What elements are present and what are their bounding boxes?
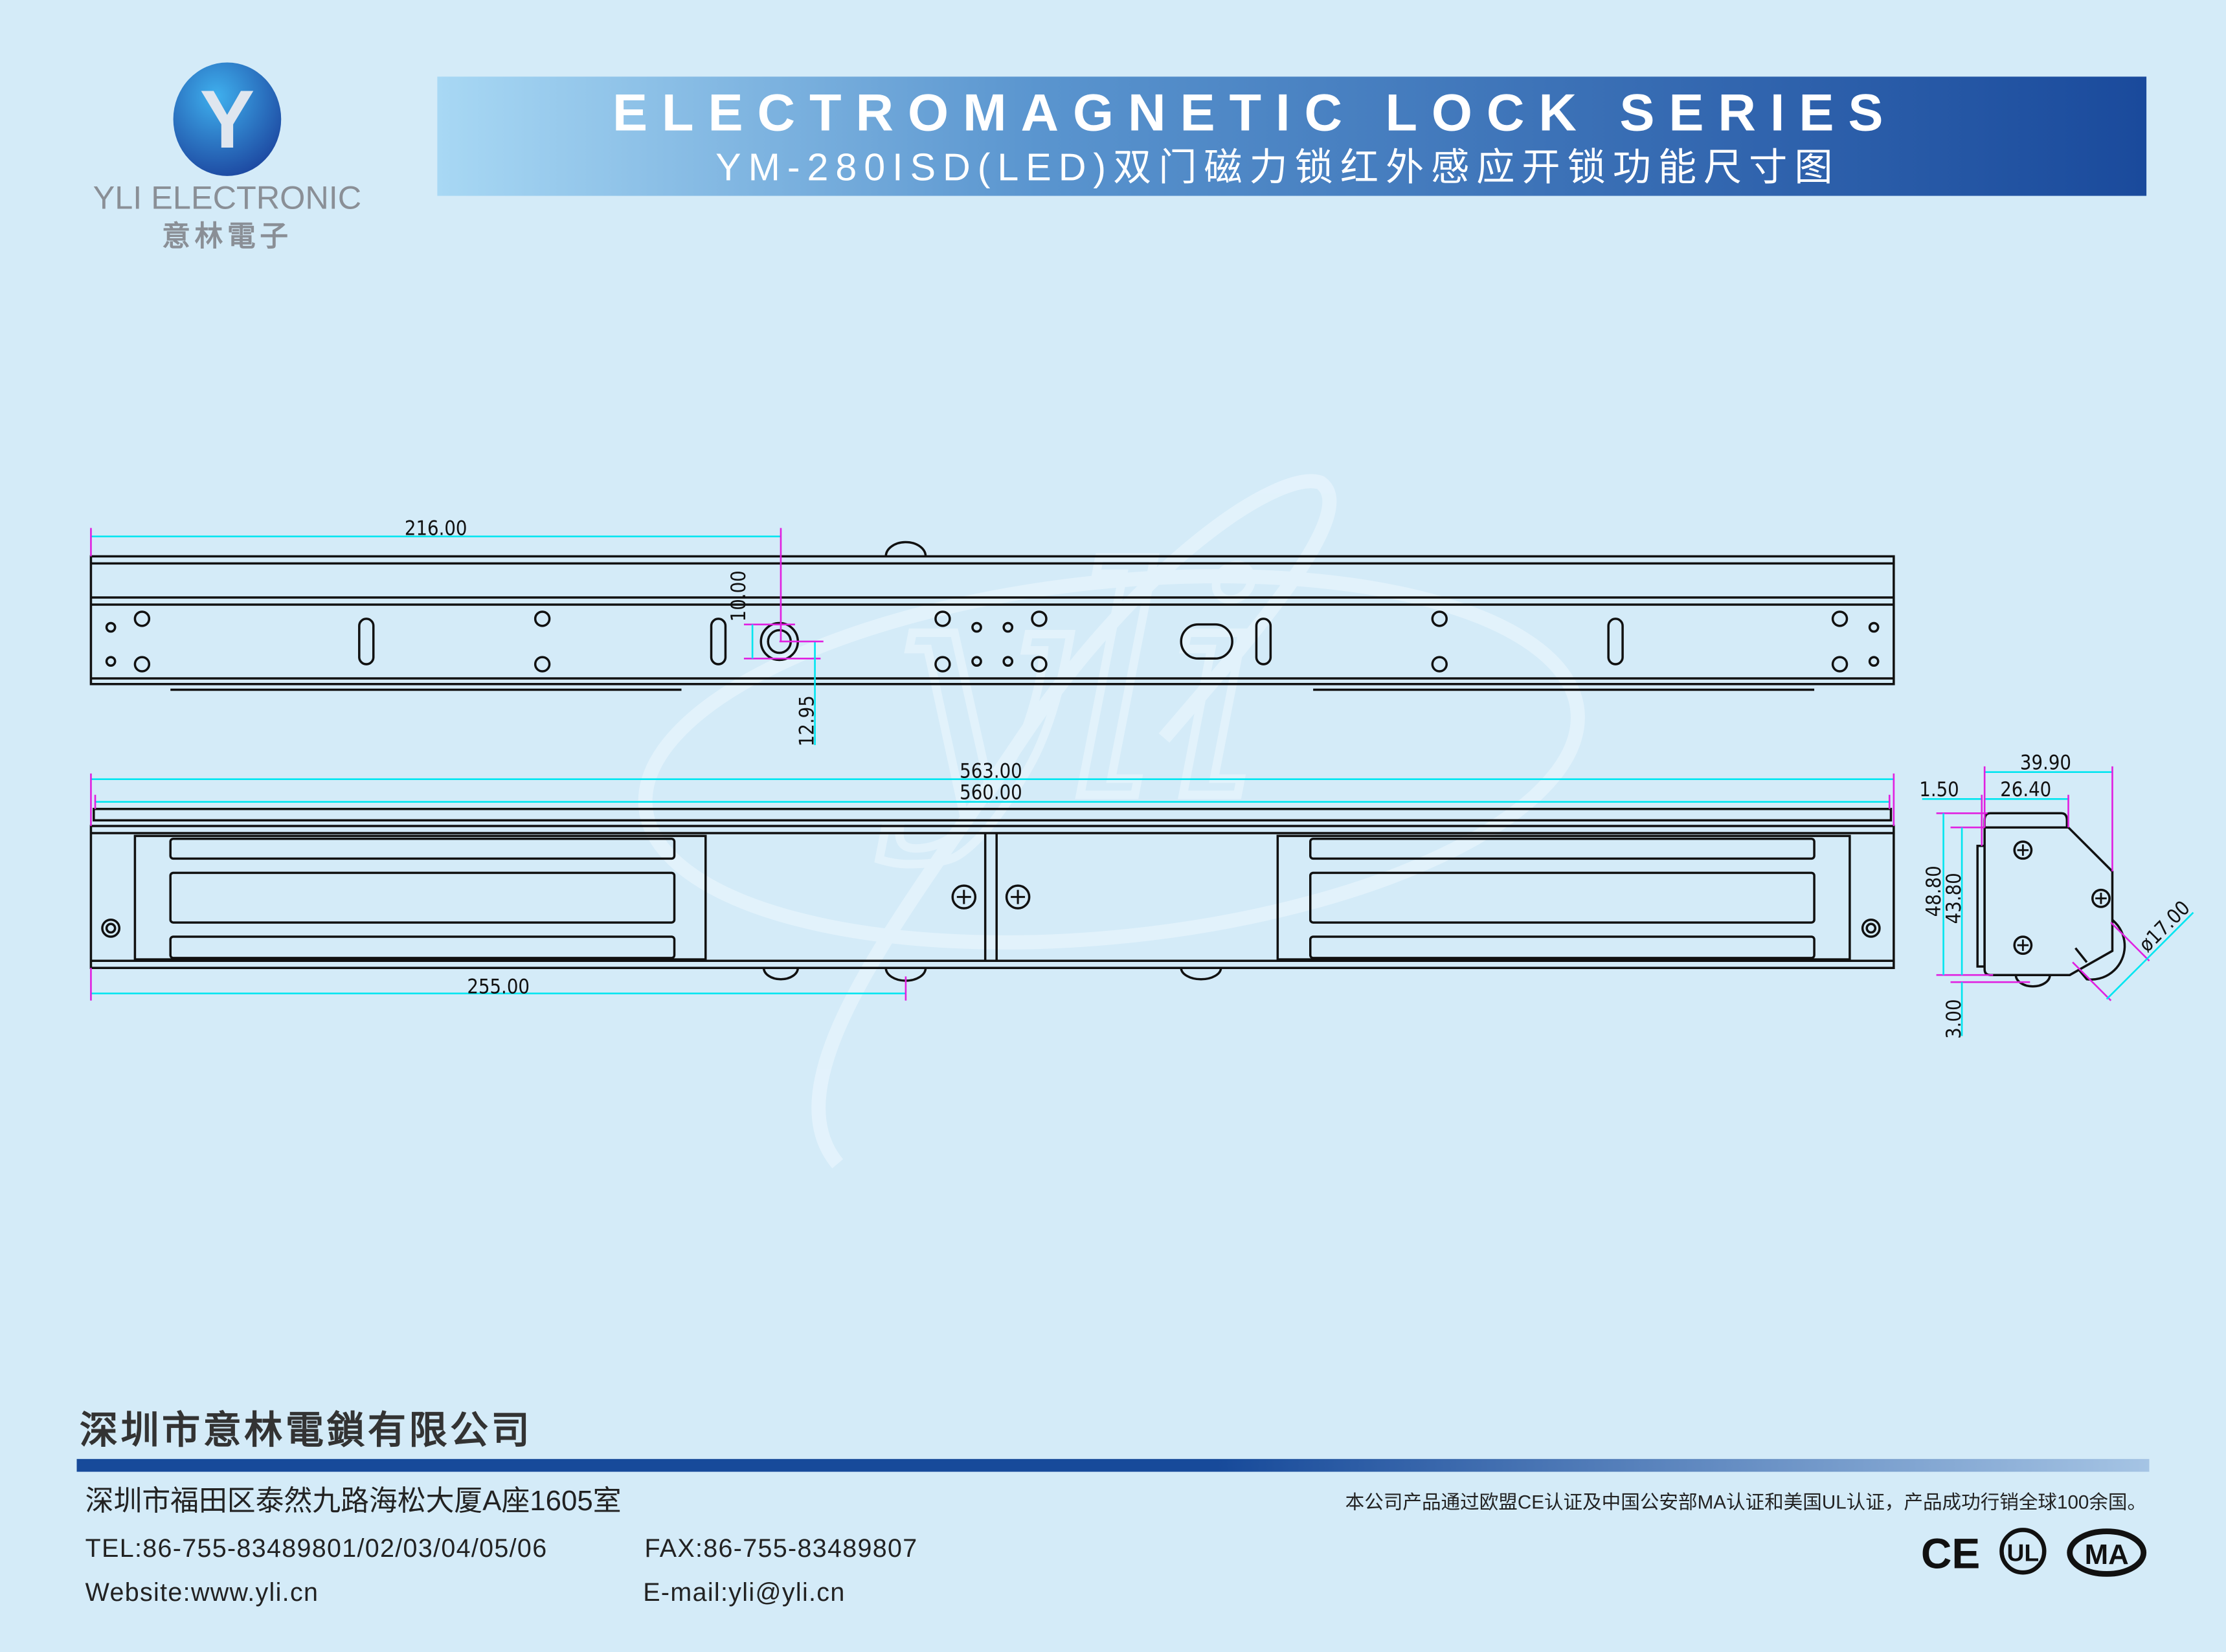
logo-brand-cn: 意林電子 (162, 220, 293, 252)
dim-side-gap: 1.50 (1919, 779, 1959, 801)
dim-side-width: 39.90 (2020, 752, 2071, 774)
ma-mark-text: MA (2085, 1539, 2129, 1570)
logo: Y YLI ELECTRONIC 意林電子 (93, 62, 362, 252)
ma-mark-icon (2067, 1528, 2147, 1577)
header-banner: ELECTROMAGNETIC LOCK SERIES YM-280ISD(LE… (437, 76, 2147, 196)
page-subtitle: YM-280ISD(LED)双门磁力锁红外感应开锁功能尺寸图 (715, 145, 1839, 188)
top-view: 216.00 10.00 12.95 (89, 518, 1895, 746)
dim-body-length: 560.00 (960, 781, 1022, 804)
company-name: 深圳市意林電鎖有限公司 (80, 1409, 532, 1452)
dim-overall-length: 563.00 (960, 760, 1022, 783)
side-view: 39.90 26.40 1.50 48.80 43.80 3.00 ø17.00 (1919, 752, 2194, 1039)
cert-logos: CE UL MA (1921, 1528, 2147, 1578)
footer-divider (76, 1458, 2150, 1472)
fax: FAX:86-755-83489807 (644, 1534, 917, 1563)
telephone: TEL:86-755-83489801/02/03/04/05/06 (85, 1534, 548, 1563)
logo-letter: Y (200, 73, 255, 165)
ul-mark-text: UL (2007, 1539, 2040, 1567)
front-view: 563.00 560.00 255.00 (89, 760, 1895, 1001)
dim-side-body-height: 43.80 (1943, 873, 1966, 924)
watermark-text: yli (876, 505, 1267, 869)
company-address: 深圳市福田区泰然九路海松大厦A座1605室 (85, 1485, 622, 1517)
dim-side-bottom: 3.00 (1943, 999, 1966, 1038)
logo-brand-en: YLI ELECTRONIC (93, 179, 362, 216)
footer: 深圳市意林電鎖有限公司 深圳市福田区泰然九路海松大厦A座1605室 本公司产品通… (76, 1409, 2150, 1607)
dim-side-top: 26.40 (2000, 779, 2051, 801)
dim-side-height: 48.80 (1923, 865, 1946, 917)
logo-icon (173, 62, 282, 176)
dim-top-length: 216.00 (405, 518, 467, 541)
ce-mark-icon: CE (1921, 1530, 1980, 1578)
email-link[interactable]: E-mail:yli@yli.cn (643, 1578, 845, 1607)
dim-half-length: 255.00 (467, 976, 530, 999)
certification-note: 本公司产品通过欧盟CE认证及中国公安部MA认证和美国UL认证，产品成功行销全球1… (1345, 1492, 2146, 1513)
website-link[interactable]: Website:www.yli.cn (85, 1578, 319, 1607)
page-title: ELECTROMAGNETIC LOCK SERIES (613, 84, 1897, 142)
ul-mark-icon (1999, 1528, 2047, 1575)
dim-led-offset-v: 10.00 (728, 570, 750, 621)
dim-led-offset-h: 12.95 (796, 695, 818, 746)
